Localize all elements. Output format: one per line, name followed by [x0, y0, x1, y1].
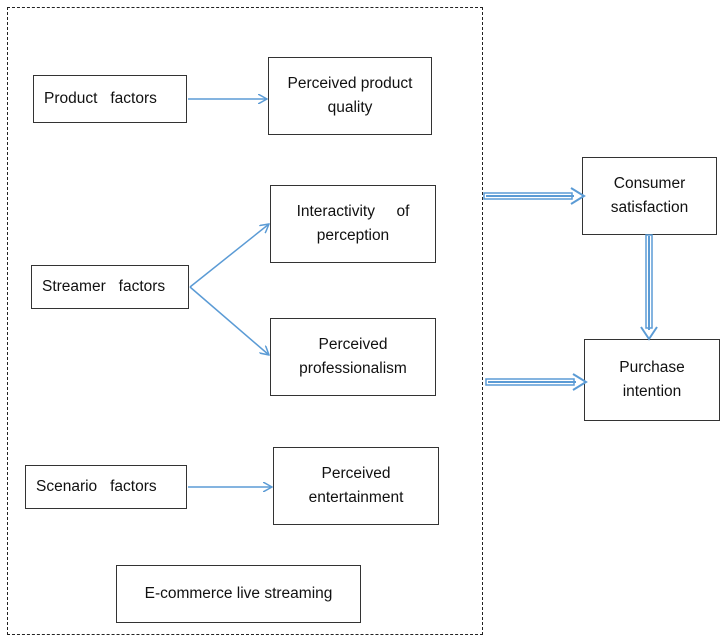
arrow-frame-to-intention — [485, 373, 588, 391]
arrow-streamer-to-interactivity — [189, 224, 269, 288]
professionalism-line2: professionalism — [299, 360, 407, 377]
intention-line1: Purchase — [619, 359, 685, 376]
perceived-professionalism-box: Perceived professionalism — [270, 318, 436, 396]
product-factors-label: Product factors — [44, 90, 157, 107]
interactivity-line2: perception — [316, 227, 390, 244]
arrow-satisfaction-to-intention — [640, 234, 658, 341]
satisfaction-line1: Consumer — [613, 175, 686, 192]
interactivity-text: Interactivity of perception — [281, 200, 425, 248]
e-commerce-live-streaming-box: E-commerce live streaming — [116, 565, 361, 623]
live-streaming-frame — [7, 7, 483, 635]
arrow-frame-to-satisfaction — [483, 187, 586, 205]
professionalism-text: Perceived professionalism — [281, 333, 425, 381]
perceived-product-quality-label: Perceived product quality — [287, 75, 413, 116]
scenario-factors-label: Scenario factors — [36, 478, 157, 495]
interactivity-of-perception-box: Interactivity of perception — [270, 185, 436, 263]
e-commerce-live-streaming-label: E-commerce live streaming — [144, 585, 333, 602]
satisfaction-line2: satisfaction — [610, 199, 689, 216]
perceived-product-quality-box: Perceived product quality — [268, 57, 432, 135]
consumer-satisfaction-box: Consumer satisfaction — [582, 157, 717, 235]
interactivity-line1: Interactivity of — [296, 203, 410, 220]
intention-line2: intention — [622, 383, 682, 400]
entertainment-text: Perceived entertainment — [284, 462, 428, 510]
streamer-factors-box: Streamer factors — [31, 265, 189, 309]
entertainment-line1: Perceived — [321, 465, 391, 482]
professionalism-line1: Perceived — [318, 336, 388, 353]
entertainment-line2: entertainment — [308, 489, 404, 506]
scenario-factors-box: Scenario factors — [25, 465, 187, 509]
intention-text: Purchase intention — [595, 356, 709, 404]
perceived-entertainment-box: Perceived entertainment — [273, 447, 439, 525]
streamer-factors-label: Streamer factors — [42, 278, 166, 295]
product-factors-box: Product factors — [33, 75, 187, 123]
arrow-streamer-to-professionalism — [189, 286, 269, 355]
satisfaction-text: Consumer satisfaction — [593, 172, 706, 220]
